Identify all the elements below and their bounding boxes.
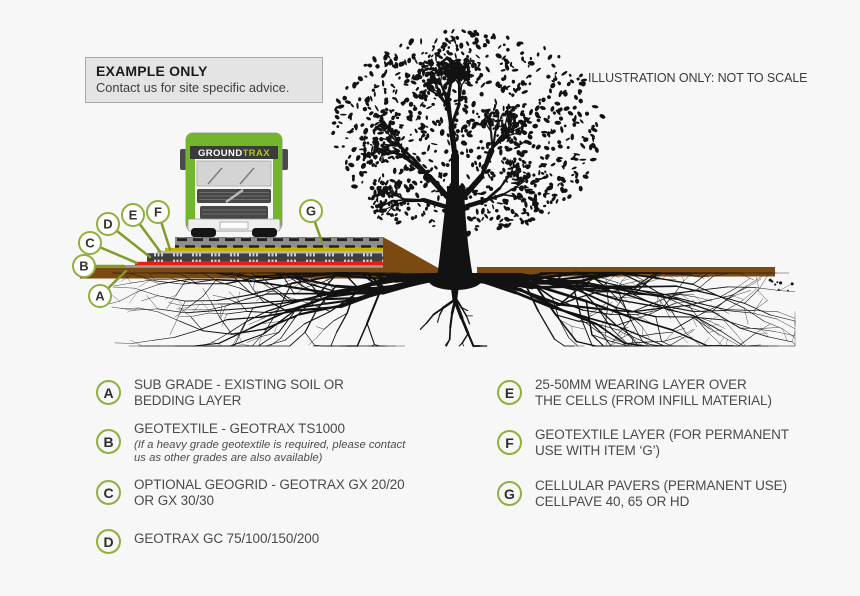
legend-badge-e: E [497, 380, 522, 405]
truck-wheel-left [191, 228, 216, 237]
tree-roots [102, 271, 796, 348]
callout-circle-a [88, 284, 112, 308]
callout-circle-g [299, 199, 323, 223]
tree-foliage [331, 28, 606, 237]
truck-mirror-left [180, 149, 187, 170]
layer-g-pavers [175, 237, 383, 248]
callout-circle-b [72, 254, 96, 278]
legend-text: OPTIONAL GEOGRID - GEOTRAX GX 20/20 [134, 477, 405, 492]
legend-badge-b: B [96, 429, 121, 454]
callout-letter-g: G [306, 204, 316, 219]
legend-text: SUB GRADE - EXISTING SOIL OR [134, 377, 344, 392]
legend-note: us as other grades are also available) [134, 451, 323, 464]
legend-text: THE CELLS (FROM INFILL MATERIAL) [535, 392, 772, 408]
layer-e-wearing [157, 250, 383, 254]
legend-item-b: B GEOTEXTILE - GEOTRAX TS1000 (If a heav… [96, 421, 405, 465]
legend-text: OR GX 30/30 [134, 492, 214, 508]
legend-item-e: E 25-50MM WEARING LAYER OVER THE CELLS (… [497, 377, 772, 408]
callout-circle-f [146, 200, 170, 224]
example-only-subtitle: Contact us for site specific advice. [96, 80, 290, 95]
legend-badge-c: C [96, 480, 121, 505]
tree [331, 28, 606, 277]
example-only-title: EXAMPLE ONLY [96, 63, 208, 79]
legend-badge-a: A [96, 380, 121, 405]
legend-badge-d: D [96, 529, 121, 554]
truck-side-right [273, 146, 282, 226]
truck-brand-logo: GROUNDTRAX [198, 148, 270, 159]
legend-text: 25-50MM WEARING LAYER OVER [535, 377, 747, 392]
legend-item-g: G CELLULAR PAVERS (PERMANENT USE) CELLPA… [497, 478, 787, 509]
not-to-scale-note: ILLUSTRATION ONLY: NOT TO SCALE [588, 71, 808, 85]
legend-text: BEDDING LAYER [134, 392, 242, 408]
sub-grade-right-strip [477, 267, 775, 277]
truck-roof [186, 133, 282, 148]
callout-letter-d: D [103, 217, 112, 232]
legend-badge-g: G [497, 481, 522, 506]
callout-letter-e: E [129, 208, 138, 223]
layer-d-cells [147, 253, 383, 262]
legend-badge-f: F [497, 430, 522, 455]
legend-item-d: D GEOTRAX GC 75/100/150/200 [96, 529, 320, 554]
callout-letter-b: B [79, 259, 88, 274]
truck-mirror-right [281, 149, 288, 170]
truck-lower-grille [200, 206, 268, 219]
truck-logo-band [190, 146, 278, 159]
truck-wiper-left [207, 167, 223, 185]
groundtrax-truck: GROUNDTRAX [180, 132, 288, 237]
legend-text: GEOTEXTILE - GEOTRAX TS1000 [134, 421, 345, 436]
truck-badge-stripe [225, 188, 244, 204]
example-only-box: EXAMPLE ONLY Contact us for site specifi… [85, 57, 323, 103]
legend-text: GEOTRAX GC 75/100/150/200 [134, 531, 320, 546]
ground-layers [80, 237, 775, 279]
truck-license-plate [219, 221, 249, 230]
legend-note: (If a heavy grade geotextile is required… [134, 438, 406, 451]
callout-letter-f: F [154, 205, 162, 220]
layer-c-geogrid [135, 261, 383, 266]
callout-circle-c [78, 231, 102, 255]
legend-text: CELLULAR PAVERS (PERMANENT USE) [535, 478, 787, 493]
legend-item-c: C OPTIONAL GEOGRID - GEOTRAX GX 20/20 OR… [96, 477, 405, 508]
layer-f-geotextile-upper [165, 247, 383, 251]
legend-text: GEOTEXTILE LAYER (FOR PERMANENT [535, 427, 789, 442]
truck-side-left [186, 146, 195, 226]
callout-circle-e [121, 203, 145, 227]
legend-item-a: A SUB GRADE - EXISTING SOIL OR BEDDING L… [96, 377, 344, 408]
layer-b-geotextile [123, 265, 383, 268]
truck-wiper-right [239, 167, 255, 185]
legend-item-f: F GEOTEXTILE LAYER (FOR PERMANENT USE WI… [497, 427, 789, 458]
truck-windshield [196, 160, 272, 187]
callout-circle-d [96, 212, 120, 236]
layer-callouts: A B C D E F G [72, 199, 324, 308]
callout-letter-a: A [95, 289, 105, 304]
legend-text: CELLPAVE 40, 65 OR HD [535, 493, 690, 509]
truck-wheel-right [252, 228, 277, 237]
callout-letter-c: C [85, 236, 95, 251]
legend-text: USE WITH ITEM ‘G’) [535, 442, 660, 458]
